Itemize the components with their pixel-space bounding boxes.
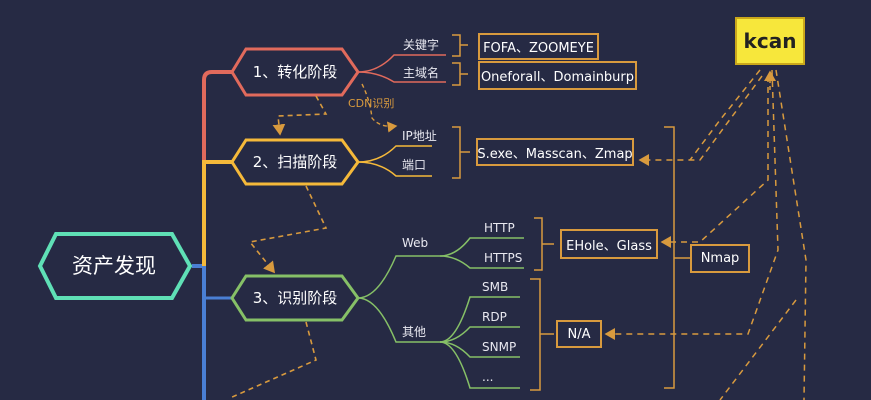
- branch-web: [357, 255, 440, 299]
- label-etc: ...: [482, 370, 494, 384]
- stage1-node-label: 1、转化阶段: [252, 63, 338, 81]
- label-ip: IP地址: [402, 129, 437, 143]
- stage2-node-shape: [230, 138, 360, 186]
- tool-box-nmap: Nmap: [690, 244, 750, 273]
- kcan-arrow-web: [660, 76, 769, 248]
- label-other: 其他: [402, 325, 427, 339]
- kcan-arrow-left: [689, 69, 761, 161]
- bracket-nmap: [664, 126, 690, 389]
- stage2-node-label: 2、扫描阶段: [252, 153, 338, 171]
- flow-stage1-to-stage2: [272, 95, 328, 136]
- tool-box-web: EHole、Glass: [560, 229, 658, 259]
- label-snmp: SNMP: [482, 340, 517, 354]
- tool-box-oneforall: Oneforall、Domainburp: [478, 61, 637, 90]
- bracket-domain: [452, 62, 468, 86]
- flow-cdn: [361, 83, 398, 133]
- stage3-node-label: 3、识别阶段: [252, 289, 338, 307]
- branch-smb: [439, 296, 520, 343]
- tool-box-fofa: FOFA、ZOOMEYE: [478, 33, 599, 60]
- root-node-label: 资产发现: [72, 254, 156, 278]
- kcan-arrow-other: [604, 69, 779, 340]
- trunk-line-yellow: [202, 160, 236, 266]
- label-web: Web: [402, 236, 429, 250]
- stage1-node-shape: [230, 47, 360, 97]
- bracket-other: [530, 278, 554, 391]
- root-node-shape: [37, 232, 193, 300]
- branch-https: [439, 255, 524, 269]
- kcan-arrow-down-left: [719, 299, 797, 400]
- kcan-arrow-down: [775, 69, 807, 400]
- flow-stage3-down: [229, 321, 317, 399]
- label-http: HTTP: [484, 221, 515, 235]
- tool-box-scan: S.exe、Masscan、Zmap: [476, 138, 634, 166]
- branch-other: [357, 297, 440, 343]
- flow-stage2-to-stage3: [248, 185, 328, 274]
- trunk-line-red: [202, 70, 236, 162]
- tool-box-other: N/A: [556, 320, 602, 348]
- trunk-line-blue: [192, 264, 206, 400]
- bracket-keyword: [452, 34, 468, 57]
- label-cdn: CDN识别: [348, 97, 395, 110]
- branch-port: [357, 161, 432, 177]
- bracket-scan: [452, 126, 470, 179]
- label-https: HTTPS: [484, 251, 523, 265]
- branch-etc: [439, 341, 520, 389]
- kcan-arrow-scan: [638, 75, 763, 166]
- label-port: 端口: [402, 158, 427, 172]
- label-keyword: 关键字: [403, 38, 440, 52]
- label-domain: 主域名: [403, 66, 440, 80]
- tool-box-kcan: kcan: [735, 17, 805, 65]
- branch-domain: [357, 71, 446, 83]
- label-smb: SMB: [482, 280, 509, 294]
- stage3-node-shape: [230, 274, 360, 322]
- bracket-web: [534, 217, 554, 271]
- label-rdp: RDP: [482, 310, 507, 324]
